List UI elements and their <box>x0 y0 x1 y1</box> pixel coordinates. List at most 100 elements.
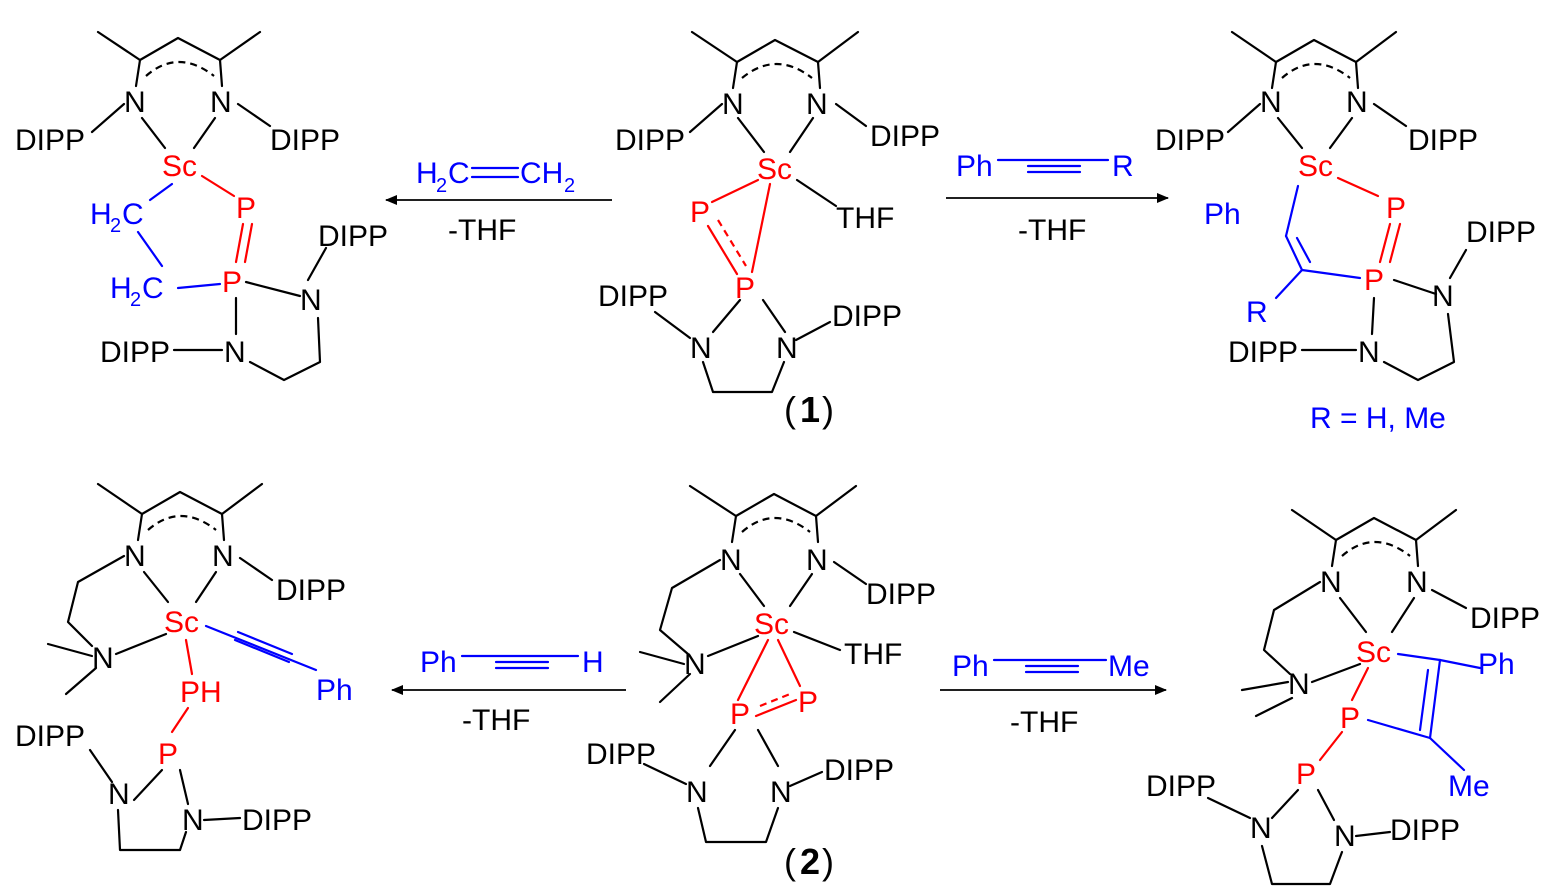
n-atom: N <box>212 540 234 573</box>
reagent-r: R <box>1112 150 1134 183</box>
scandium-atom: Sc <box>162 150 197 183</box>
dipp-group: DIPP <box>1228 336 1298 369</box>
scandium-atom: Sc <box>1298 150 1333 183</box>
n-atom: N <box>806 88 828 121</box>
dipp-group: DIPP <box>1146 770 1216 803</box>
n-atom: N <box>1320 566 1342 599</box>
reagent-ch-right: CH <box>520 157 563 190</box>
n-atom: N <box>124 86 146 119</box>
n-atom: N <box>776 332 798 365</box>
phenyl-group: Ph <box>316 674 353 707</box>
methyl-group: Me <box>1448 770 1490 803</box>
n-atom: N <box>108 778 130 811</box>
n-atom: N <box>690 332 712 365</box>
product-alkyne-r-adduct: N N DIPP DIPP Sc P P Ph R N DIPP N DIPP … <box>1155 30 1536 435</box>
n-atom: N <box>224 336 246 369</box>
n-atom: N <box>300 284 322 317</box>
phenyl-group: Ph <box>1478 648 1515 681</box>
p-atom: P <box>1340 702 1360 735</box>
reagent-sub-right: 2 <box>564 175 575 197</box>
p-atom: P <box>1386 192 1406 225</box>
dipp-group: DIPP <box>832 300 902 333</box>
dipp-group: DIPP <box>15 124 85 157</box>
dipp-group: DIPP <box>586 738 656 771</box>
p-atom: P <box>690 196 710 229</box>
reagent-ph: Ph <box>420 646 457 679</box>
compound-1-label-open: ( <box>784 389 796 430</box>
scandium-atom: Sc <box>754 608 789 641</box>
dipp-group: DIPP <box>615 124 685 157</box>
dipp-group: DIPP <box>100 336 170 369</box>
condition-minus-thf: -THF <box>462 704 530 737</box>
product-phenylpropyne-adduct: N N DIPP Sc N Ph Me P P DIPP N N DIPP <box>1146 508 1540 886</box>
r-group: R <box>1246 296 1268 329</box>
n-atom: N <box>1358 336 1380 369</box>
n-atom: N <box>720 544 742 577</box>
product-ethylene-adduct: N N DIPP DIPP Sc P P H 2 C H 2 C N DIPP … <box>15 30 388 382</box>
dipp-group: DIPP <box>15 720 85 753</box>
dipp-group: DIPP <box>270 124 340 157</box>
ch2-carbon-b-sub: 2 <box>130 289 141 311</box>
n-atom: N <box>770 776 792 809</box>
dipp-group: DIPP <box>598 280 668 313</box>
reaction-arrow-alkyne-r: Ph R -THF <box>946 150 1169 247</box>
thf-ligand: THF <box>836 202 894 235</box>
compound-2-label-number: 2 <box>800 841 820 882</box>
condition-minus-thf: -THF <box>1010 706 1078 739</box>
reaction-arrow-ethylene: H 2 C CH 2 -THF <box>385 157 612 247</box>
dipp-group: DIPP <box>1408 124 1478 157</box>
n-atom: N <box>92 642 114 675</box>
n-atom: N <box>182 804 204 837</box>
dipp-group: DIPP <box>870 120 940 153</box>
reagent-ph: Ph <box>952 650 989 683</box>
p-atom: P <box>1296 758 1316 791</box>
reaction-arrow-phenylacetylene: Ph H -THF <box>391 646 626 737</box>
n-atom: N <box>1346 86 1368 119</box>
ch2-carbon-b-h: H <box>110 272 132 305</box>
reagent-c-left: C <box>448 157 470 190</box>
dipp-group: DIPP <box>1390 814 1460 847</box>
ch2-carbon-a-h: H <box>90 198 112 231</box>
p-atom: P <box>735 272 755 305</box>
thf-ligand: THF <box>844 638 902 671</box>
dipp-group: DIPP <box>824 754 894 787</box>
compound-1: N N DIPP DIPP Sc THF P P DIPP N N DIPP (… <box>598 30 940 430</box>
compound-1-label-number: 1 <box>800 389 820 430</box>
compound-2: N N DIPP Sc THF N P P DIPP N N DIPP ( 2 … <box>586 484 936 882</box>
reagent-ph: Ph <box>956 150 993 183</box>
reagent-h: H <box>582 646 604 679</box>
compound-2-label-close: ) <box>822 841 834 882</box>
dipp-group: DIPP <box>276 574 346 607</box>
reaction-arrow-phenylpropyne: Ph Me -THF <box>940 650 1167 739</box>
product-phenylacetylide: N N DIPP Sc N Ph PH P DIPP N N DIPP <box>15 482 353 852</box>
reagent-h-left: H <box>416 157 438 190</box>
p-atom: P <box>730 698 750 731</box>
p-atom: P <box>222 266 242 299</box>
n-atom: N <box>1334 820 1356 853</box>
condition-minus-thf: -THF <box>448 214 516 247</box>
compound-2-label-open: ( <box>784 841 796 882</box>
scandium-atom: Sc <box>1356 636 1391 669</box>
phenyl-group: Ph <box>1204 198 1241 231</box>
n-atom: N <box>1288 668 1310 701</box>
dipp-group: DIPP <box>1466 216 1536 249</box>
reagent-me: Me <box>1108 650 1150 683</box>
r-definition: R = H, Me <box>1310 402 1446 435</box>
ch2-carbon-b-c: C <box>142 272 164 305</box>
n-atom: N <box>684 648 706 681</box>
n-atom: N <box>722 88 744 121</box>
ch2-carbon-a-sub: 2 <box>110 215 121 237</box>
compound-1-label-close: ) <box>822 389 834 430</box>
n-atom: N <box>686 776 708 809</box>
p-atom: P <box>158 738 178 771</box>
dipp-group: DIPP <box>1155 124 1225 157</box>
scandium-atom: Sc <box>757 153 792 186</box>
p-atom: P <box>236 192 256 225</box>
scandium-atom: Sc <box>164 606 199 639</box>
n-atom: N <box>210 86 232 119</box>
dipp-group: DIPP <box>1470 602 1540 635</box>
dipp-group: DIPP <box>866 578 936 611</box>
ph-phosphorus: PH <box>180 676 222 709</box>
n-atom: N <box>1260 86 1282 119</box>
